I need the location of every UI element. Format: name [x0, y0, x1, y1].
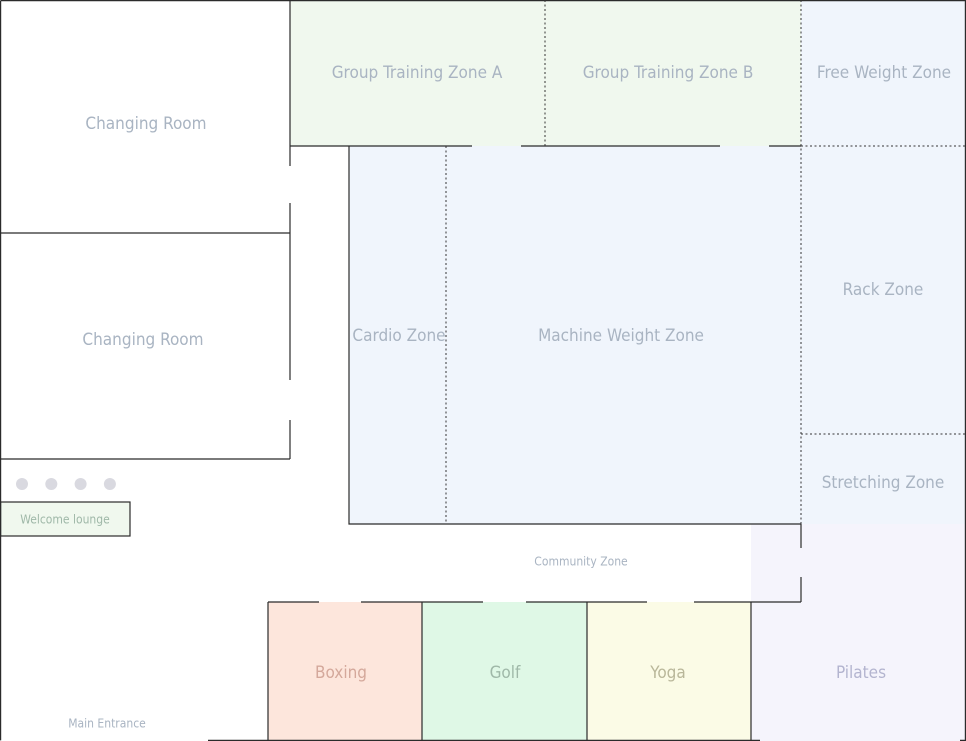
label-welcome-lounge: Welcome lounge: [20, 513, 110, 527]
room-yoga[interactable]: [587, 602, 751, 741]
label-cardio: Cardio Zone: [352, 326, 445, 346]
seat-1: [16, 478, 28, 490]
label-golf: Golf: [490, 663, 521, 683]
label-changing-room-2: Changing Room: [82, 330, 203, 350]
room-cardio[interactable]: [349, 146, 446, 524]
seat-3: [74, 478, 87, 490]
room-welcome-lounge[interactable]: [0, 502, 130, 536]
label-free-weight: Free Weight Zone: [817, 63, 951, 83]
label-main-entrance[interactable]: Main Entrance: [68, 717, 146, 731]
room-golf[interactable]: [422, 602, 587, 741]
label-pilates: Pilates: [836, 663, 886, 683]
label-group-training-a: Group Training Zone A: [332, 63, 503, 83]
room-boxing[interactable]: [268, 602, 422, 741]
label-machine-weight: Machine Weight Zone: [538, 326, 704, 346]
lounge-seats: [16, 478, 116, 490]
room-free-weight[interactable]: [801, 0, 965, 146]
seat-2: [45, 478, 58, 490]
label-rack: Rack Zone: [843, 280, 924, 300]
room-machine-weight[interactable]: [446, 146, 801, 524]
label-group-training-b: Group Training Zone B: [583, 63, 754, 83]
room-group-training-b[interactable]: [545, 0, 801, 146]
room-stretching[interactable]: [801, 434, 965, 524]
label-changing-room-1: Changing Room: [85, 114, 206, 134]
seat-4: [103, 478, 116, 490]
label-community: Community Zone: [534, 555, 628, 569]
room-rack[interactable]: [801, 146, 965, 434]
label-stretching: Stretching Zone: [822, 473, 945, 493]
room-pilates[interactable]: [751, 524, 965, 741]
label-yoga: Yoga: [649, 663, 686, 683]
zone-dividers: [445, 0, 965, 524]
label-boxing: Boxing: [315, 663, 367, 683]
room-group-training-a[interactable]: [290, 0, 545, 146]
